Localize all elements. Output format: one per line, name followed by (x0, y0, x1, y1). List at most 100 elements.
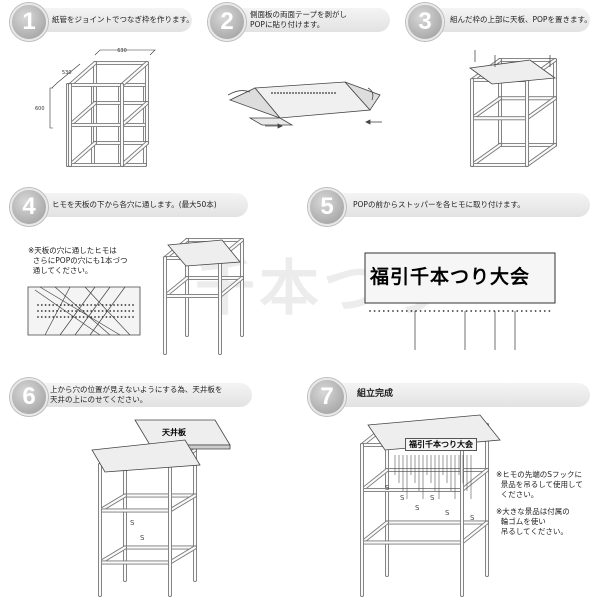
hole-dot (516, 310, 519, 312)
hole-dot (280, 92, 282, 94)
hole-dot (75, 310, 77, 312)
s-hook-icon: S (400, 494, 405, 502)
hole-dot (40, 316, 43, 318)
step-1-number: 1 (10, 3, 48, 41)
step-7-number: 7 (308, 378, 346, 416)
hole-dot (71, 310, 74, 312)
hole-dot (451, 310, 454, 312)
hole-dot (433, 310, 436, 312)
hole-dot (325, 92, 327, 94)
hole-dot (97, 316, 100, 318)
step-7-note-2: ※大きな景品は付属の 輪ゴムを使い 吊るしてください。 (496, 507, 570, 536)
hole-dot (283, 92, 285, 94)
ceiling-board-label: 天井板 (162, 428, 186, 437)
hole-dot (116, 310, 119, 312)
hole-dot (116, 316, 119, 318)
hole-dot (90, 316, 93, 318)
hole-dot (295, 92, 297, 94)
hole-dot (447, 310, 450, 312)
hole-dot (530, 310, 532, 312)
hole-dot (128, 316, 131, 318)
hole-dot (90, 310, 93, 312)
hole-dot (48, 304, 51, 306)
hole-dot (94, 304, 96, 306)
dimension-lines (49, 49, 156, 129)
hole-dot (405, 310, 408, 312)
hole-dot (101, 316, 104, 318)
hole-dot (101, 304, 104, 306)
s-hook-icon: S (385, 484, 390, 492)
hole-dot (97, 310, 100, 312)
hole-dot (120, 304, 123, 306)
hole-dot (105, 310, 108, 312)
hole-dot (101, 310, 104, 312)
dimension-height: 600 (35, 106, 45, 112)
hole-dot (484, 310, 486, 312)
hole-dot (316, 92, 318, 94)
step-4-note: ※天板の穴に通したヒモは さらにPOPの穴にも1本づつ 通してください。 (28, 246, 128, 275)
hole-dot (52, 310, 55, 312)
hole-dot (543, 310, 546, 312)
s-hook-icon: S (415, 504, 420, 512)
hole-dot (128, 310, 131, 312)
hole-dot (128, 304, 131, 306)
hole-dot (90, 304, 93, 306)
hole-dot (132, 304, 134, 306)
hole-dot (116, 304, 119, 306)
hole-dot (438, 310, 440, 312)
s-hook-icon: S (130, 519, 135, 527)
frame-step-6 (98, 448, 197, 597)
hole-dot (401, 310, 404, 312)
hole-dot (67, 316, 70, 318)
hole-dot (44, 304, 47, 306)
hole-dot (97, 304, 100, 306)
hole-dot (63, 316, 66, 318)
hole-dot (419, 310, 422, 312)
step-1-text: 紙管をジョイントでつなぎ枠を作ります。 (52, 15, 194, 24)
hole-dot (86, 304, 89, 306)
hole-dot (52, 304, 55, 306)
hole-dot (328, 92, 330, 94)
hole-dot (48, 310, 51, 312)
hole-dot (415, 310, 417, 312)
dimension-depth: 530 (62, 70, 72, 76)
hole-dot (396, 310, 399, 312)
hole-dot (75, 316, 77, 318)
hole-dot (56, 310, 58, 312)
step-7-text: 組立完成 (357, 389, 394, 399)
hole-dot (78, 310, 81, 312)
hole-dot (286, 92, 288, 94)
hole-dot (105, 316, 108, 318)
hole-dot (428, 310, 431, 312)
hole-dot (301, 92, 303, 94)
hole-dot (132, 316, 134, 318)
s-hook-icon: S (445, 509, 450, 517)
hole-dot (124, 304, 127, 306)
hole-dot (387, 310, 390, 312)
hole-dot (124, 316, 127, 318)
hole-dot (277, 92, 279, 94)
hole-dot (94, 316, 96, 318)
hole-dot (511, 310, 514, 312)
step-3-text: 組んだ枠の上部に天板、POPを置きます。 (450, 15, 592, 24)
hole-dot (109, 304, 112, 306)
hole-dot (78, 304, 81, 306)
hole-dot (488, 310, 491, 312)
frame-step-1-box (68, 61, 149, 167)
hole-dot (493, 310, 496, 312)
hole-dot (461, 310, 463, 312)
hole-dot (507, 310, 509, 312)
hole-dot (392, 310, 394, 312)
hole-dot (520, 310, 523, 312)
hole-dot (410, 310, 413, 312)
hole-dot (456, 310, 459, 312)
s-hook-icon: S (140, 534, 145, 542)
hole-dot (37, 304, 39, 306)
step-5-number: 5 (308, 188, 346, 226)
step-5-text: POPの前からストッパーを各ヒモに取り付けます。 (353, 200, 525, 209)
hole-dot (82, 316, 85, 318)
hole-dot (44, 310, 47, 312)
hole-dot (67, 310, 70, 312)
step-6-text: 上から穴の位置が見えないようにする為、天井板を 天井の上にのせてください。 (50, 385, 223, 404)
